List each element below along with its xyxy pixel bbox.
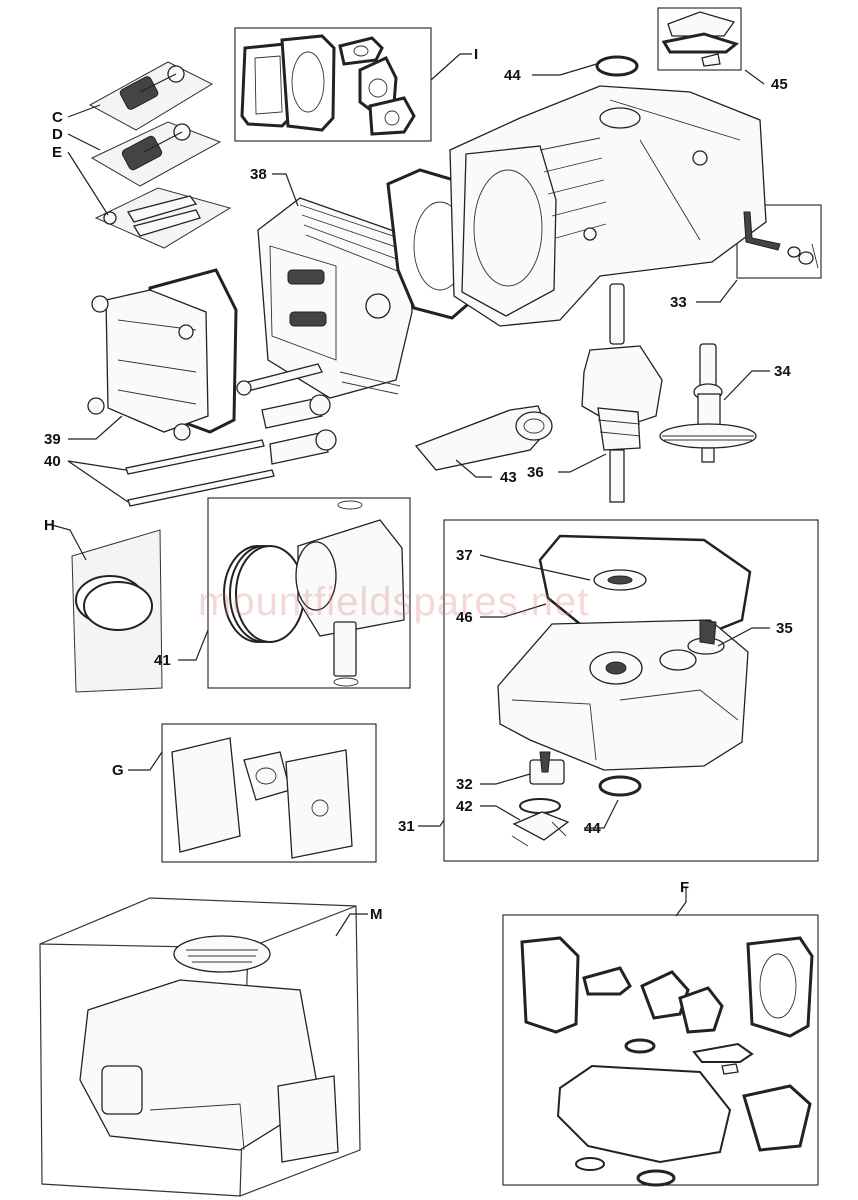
crankcase-gasket [538,534,752,638]
callout-35: 35 [776,620,793,637]
callout-32: 32 [456,776,473,793]
callout-37: 37 [456,547,473,564]
gasket-set-box-i [234,27,432,142]
bearing [593,569,647,591]
air-shields [171,737,353,859]
crankshaft [581,283,663,503]
shield-box-g [161,723,377,863]
leader-lines [51,53,770,937]
callout-g: G [112,762,124,779]
cover-plate-42 [511,798,570,847]
valve-set-d [90,121,222,187]
complete-engine [39,897,361,1197]
callout-38: 38 [250,166,267,183]
valve-keeper-set-e [94,187,232,249]
piston-assembly [223,500,405,687]
callout-f: F [680,879,690,896]
piston-ring-set-h [71,529,163,693]
callout-m: M [370,906,383,923]
watermark-text: mountfieldspares.net [198,580,590,624]
callout-d: D [52,126,63,143]
callout-46: 46 [456,609,473,626]
callout-44-top: 44 [504,67,521,84]
oil-seal-top [595,55,639,77]
crankcase-box-31 [443,519,819,862]
camshaft [659,343,757,463]
dipstick-bracket [743,211,819,269]
callout-39: 39 [44,431,61,448]
breather-gasket [661,11,740,67]
connecting-rod [414,405,553,471]
oil-seal-bottom [598,775,642,797]
callout-i: I [474,46,479,63]
valve-cover [87,268,323,441]
piston-box-41 [207,497,411,689]
callout-36: 36 [527,464,544,481]
callout-42: 42 [456,798,473,815]
cylinder-head [257,197,413,399]
crankcase-cover [497,619,749,771]
callout-31: 31 [398,818,415,835]
callout-c: C [52,109,63,126]
push-rods [125,394,337,507]
gasket-kit-f [520,936,814,1187]
engine-block [449,85,767,327]
callout-43: 43 [500,469,517,486]
callout-e: E [52,144,63,161]
governor-shaft-32 [529,751,565,785]
callout-41: 41 [154,652,171,669]
callout-h: H [44,517,55,534]
gasket-set-i [240,34,416,136]
callout-34: 34 [774,363,791,380]
callout-33: 33 [670,294,687,311]
callout-44-bottom: 44 [584,820,601,837]
callout-45: 45 [771,76,788,93]
valve-set-c [88,61,214,131]
callout-40: 40 [44,453,61,470]
governor-gear [687,619,725,655]
gasket-box-45 [657,7,742,71]
